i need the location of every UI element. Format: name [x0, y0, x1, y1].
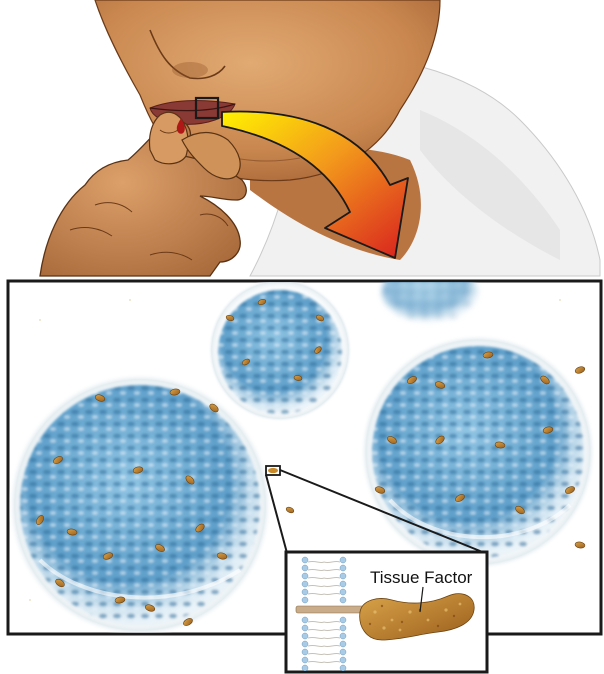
vesicle-left: [8, 373, 272, 637]
vesicle-right: [360, 334, 596, 570]
index-finger: [149, 112, 188, 164]
vesicle-middle: [208, 278, 352, 422]
tissue-factor-label: Tissue Factor: [370, 568, 473, 587]
inset-panel: Tissue Factor: [286, 552, 487, 672]
transmembrane-segment: [296, 606, 364, 613]
top-illustration: [40, 0, 600, 276]
